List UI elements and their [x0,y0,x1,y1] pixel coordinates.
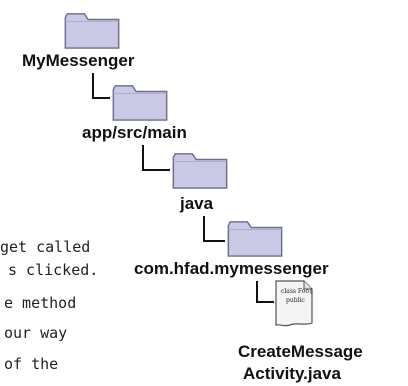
folder-icon [112,85,168,121]
folder-label-app: app/src/main [82,123,187,142]
annotation-line-2: s clicked. [8,261,99,279]
tree-connector [203,240,225,242]
annotation-line-3: e method [4,294,77,312]
tree-connector [142,169,170,171]
file-icon-text-line2: public [286,297,305,304]
tree-connector [92,73,94,99]
tree-connector [142,145,144,171]
tree-connector [92,97,110,99]
folder-label-java: java [180,194,214,213]
folder-label-root: MyMessenger [22,51,135,70]
annotation-line-1: get called [0,238,91,256]
annotation-line-4: our way [4,324,68,342]
annotation-line-5: of the [4,355,59,373]
tree-connector [256,301,274,303]
file-icon-text-line1: class Foo{ [281,288,313,295]
folder-icon [64,13,120,49]
folder-label-package: com.hfad.mymessenger [134,259,329,278]
java-file-icon [275,280,313,327]
folder-icon [172,153,228,189]
tree-connector [256,281,258,303]
folder-icon [227,221,283,257]
file-label-line2: Activity.java [243,364,341,383]
tree-connector [203,216,205,242]
file-label-line1: CreateMessage [238,342,363,361]
